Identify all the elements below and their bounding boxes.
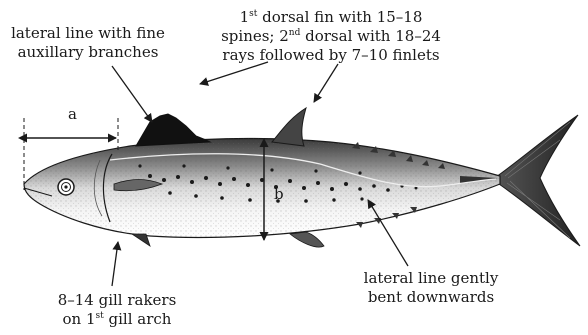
arrow-to-second-dorsal [314,64,338,102]
caudal-fin [496,115,580,246]
label-line: bent downwards [338,288,524,307]
label-gill-rakers: 8–14 gill rakers on 1st gill arch [22,291,212,329]
dimension-label-a: a [68,106,77,122]
label-lateral-line-bent: lateral line gently bent downwards [338,269,524,307]
arrow-to-lateral-line-branches [112,66,152,122]
label-dorsal-fins: 1st dorsal fin with 15–18 spines; 2nd do… [200,8,462,65]
label-line: rays followed by 7–10 finlets [200,46,462,65]
arrow-to-first-dorsal [200,62,268,84]
label-line: 8–14 gill rakers [22,291,212,310]
fish-body [24,139,500,238]
anal-fin [290,232,324,247]
label-line: spines; 2nd dorsal with 18–24 [200,27,462,46]
label-line: lateral line with fine [0,24,176,43]
dimension-label-b: b [274,186,284,202]
first-dorsal-fin [136,114,210,146]
label-lateral-line-branches: lateral line with fine auxillary branche… [0,24,176,62]
label-line: lateral line gently [338,269,524,288]
label-line: 1st dorsal fin with 15–18 [200,8,462,27]
label-line: on 1st gill arch [22,310,212,329]
arrow-to-gill [112,242,118,286]
label-line: auxillary branches [0,43,176,62]
second-dorsal-fin [272,108,306,146]
